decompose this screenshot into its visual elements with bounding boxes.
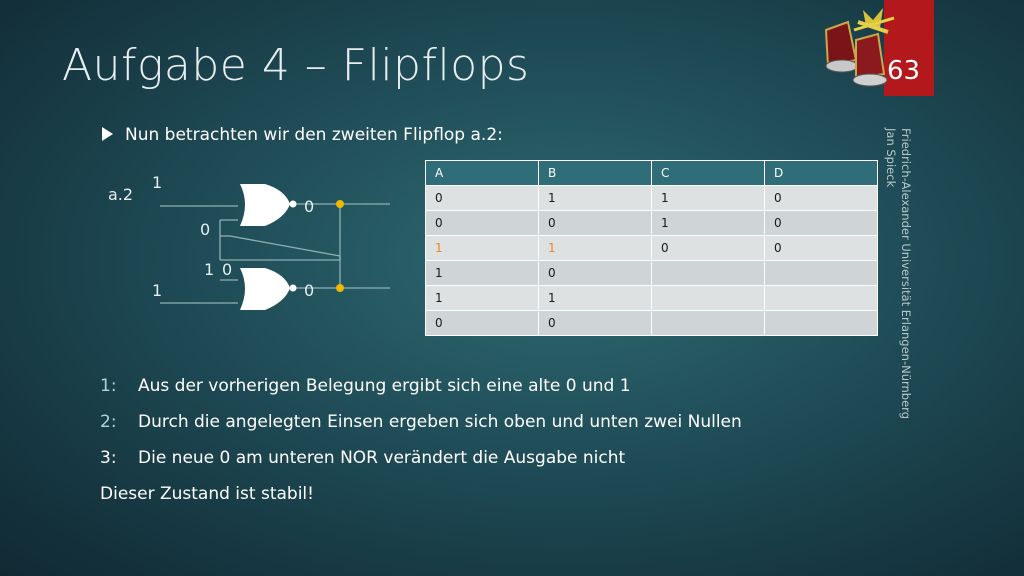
step-text: Aus der vorherigen Belegung ergibt sich … <box>138 376 631 396</box>
table-cell <box>764 260 878 286</box>
table-cell-highlighted: 1 <box>425 235 539 261</box>
table-cell: 0 <box>764 210 878 236</box>
table-row: 0 1 1 0 <box>425 185 878 211</box>
input-bottom-value: 1 <box>152 281 162 300</box>
header-d: D <box>764 160 878 186</box>
table-cell: 0 <box>764 185 878 211</box>
table-cell <box>651 310 765 336</box>
table-cell: 1 <box>538 185 652 211</box>
page-number-badge <box>884 0 934 96</box>
step-text: Durch die angelegten Einsen ergeben sich… <box>138 412 742 432</box>
table-cell: 0 <box>538 310 652 336</box>
step-line-3: 3: Die neue 0 am unteren NOR verändert di… <box>100 448 742 484</box>
junction-node-top <box>336 200 344 208</box>
table-cell: 0 <box>764 235 878 261</box>
table-cell <box>764 310 878 336</box>
feedback-bottom-value-a: 1 <box>204 260 214 279</box>
table-cell: 0 <box>538 260 652 286</box>
table-header-row: A B C D <box>425 160 878 186</box>
step-line-2: 2: Durch die angelegten Einsen ergeben si… <box>100 412 742 448</box>
table-cell <box>764 285 878 311</box>
table-cell: 1 <box>538 285 652 311</box>
table-row: 0 0 1 0 <box>425 210 878 236</box>
table-row: 1 1 <box>425 285 878 311</box>
christmas-bells-icon <box>824 8 895 87</box>
table-cell: 1 <box>425 260 539 286</box>
nor-gate-top <box>240 184 290 226</box>
circuit-name: a.2 <box>108 185 133 204</box>
step-line-1: 1: Aus der vorherigen Belegung ergibt sic… <box>100 376 742 412</box>
table-cell: 0 <box>651 235 765 261</box>
conclusion-line: Dieser Zustand ist stabil! <box>100 484 314 504</box>
header-b: B <box>538 160 652 186</box>
table-cell: 0 <box>425 210 539 236</box>
table-row: 1 1 0 0 <box>425 235 878 261</box>
truth-table: A B C D 0 1 1 0 0 0 1 0 1 1 0 0 1 0 <box>425 160 878 336</box>
header-c: C <box>651 160 765 186</box>
feedback-bottom-value-b: 0 <box>222 260 232 279</box>
nor-gate-bottom <box>240 268 290 310</box>
table-cell-highlighted: 1 <box>538 235 652 261</box>
table-cell: 0 <box>538 210 652 236</box>
table-cell: 0 <box>425 310 539 336</box>
page-number: 63 <box>887 56 921 86</box>
nor-bubble-bottom <box>289 284 297 292</box>
nor-bubble-top <box>289 200 297 208</box>
table-cell: 1 <box>425 285 539 311</box>
step-text: Die neue 0 am unteren NOR verändert die … <box>138 448 626 468</box>
university-name: Friedrich-Alexander Universität Erlangen… <box>899 128 913 420</box>
step-number: 3: <box>100 448 117 468</box>
header-a: A <box>425 160 539 186</box>
author-name: Jan Spieck <box>884 128 898 188</box>
slide-title: Aufgabe 4 – Flipflops <box>62 40 530 91</box>
table-cell <box>651 285 765 311</box>
feedback-top-value: 0 <box>200 220 210 239</box>
input-top-value: 1 <box>152 173 162 192</box>
bullet-text: Nun betrachten wir den zweiten Flipflop … <box>125 125 503 145</box>
explanation-list: 1: Aus der vorherigen Belegung ergibt sic… <box>100 376 742 520</box>
step-number: 2: <box>100 412 117 432</box>
table-cell: 1 <box>651 210 765 236</box>
bullet-item: Nun betrachten wir den zweiten Flipflop … <box>102 125 503 145</box>
output-bottom-value: 0 <box>304 281 314 300</box>
author-vertical-text: Friedrich-Alexander Universität Erlangen… <box>883 128 913 419</box>
junction-node-bottom <box>336 284 344 292</box>
bullet-arrow-icon <box>102 127 113 141</box>
table-row: 1 0 <box>425 260 878 286</box>
table-cell: 1 <box>651 185 765 211</box>
table-cell: 0 <box>425 185 539 211</box>
cross-wire <box>229 235 341 257</box>
flipflop-circuit: a.2 1 0 0 1 0 1 0 <box>108 173 390 310</box>
step-number: 1: <box>100 376 117 396</box>
output-top-value: 0 <box>304 197 314 216</box>
table-cell <box>651 260 765 286</box>
table-row: 0 0 <box>425 310 878 336</box>
